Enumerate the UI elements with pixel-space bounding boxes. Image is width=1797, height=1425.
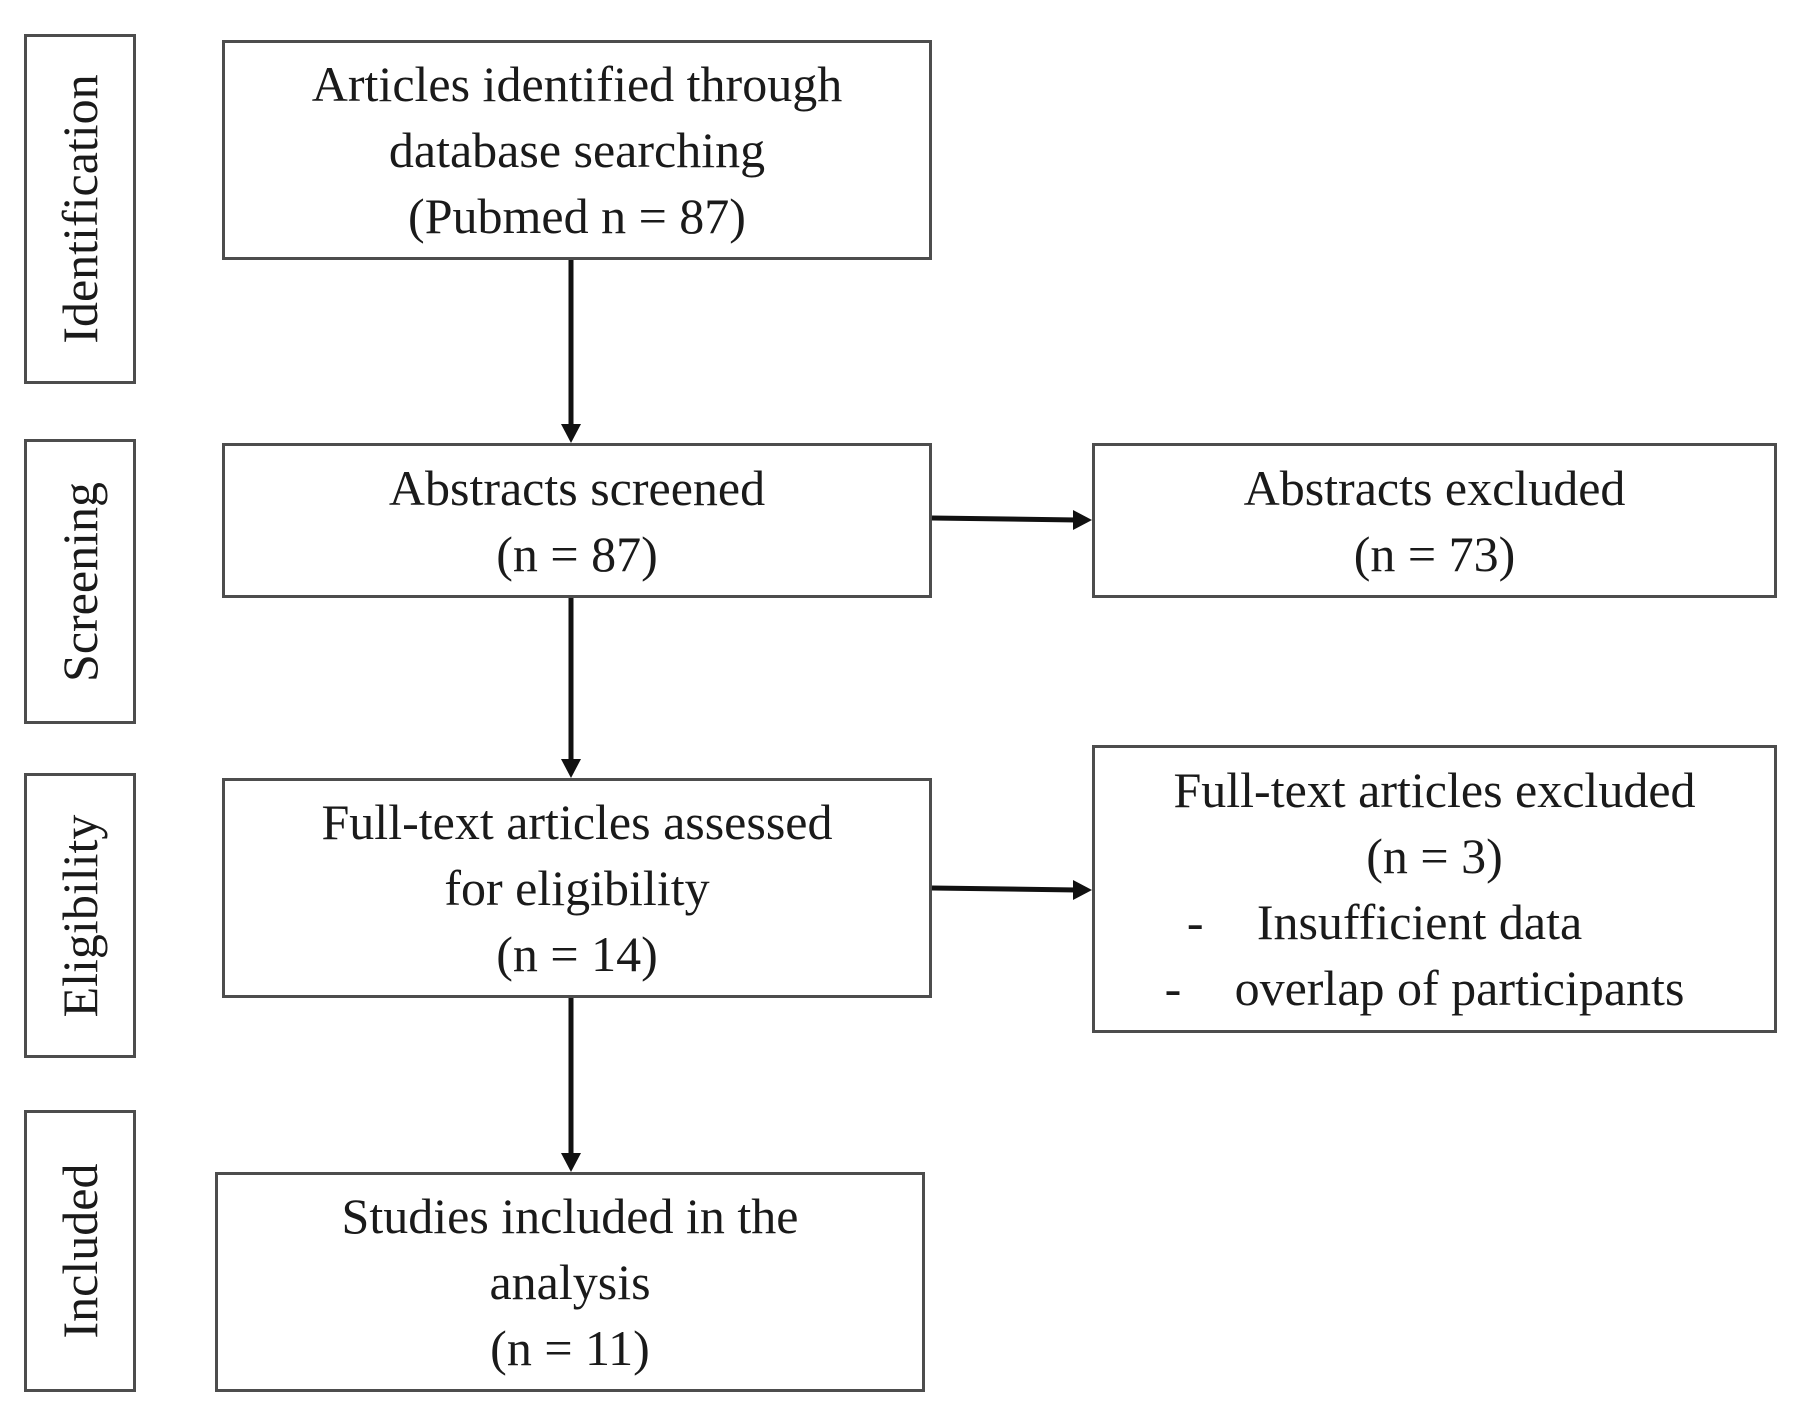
box-identified-line3: (Pubmed n = 87) bbox=[408, 188, 746, 244]
exclusion-reason-1: -Insufficient data bbox=[1187, 889, 1582, 955]
box-assessed: Full-text articles assessed for eligibil… bbox=[222, 778, 932, 998]
box-included-line3: (n = 11) bbox=[490, 1320, 650, 1376]
box-assessed-line3: (n = 14) bbox=[496, 926, 658, 982]
arrow-screened-to-abstracts-excluded bbox=[931, 510, 1092, 530]
box-abstracts-excluded-line2: (n = 73) bbox=[1353, 525, 1516, 582]
stage-included: Included bbox=[24, 1110, 136, 1392]
box-identified-line1: Articles identified through bbox=[311, 56, 843, 112]
box-fulltext-excluded-line1: Full-text articles excluded bbox=[1173, 762, 1696, 818]
box-assessed-line2: for eligibility bbox=[444, 860, 710, 916]
box-included-line1: Studies included in the bbox=[341, 1188, 799, 1244]
box-identified-line2: database searching bbox=[388, 122, 766, 178]
arrow-assessed-to-included bbox=[561, 998, 581, 1172]
box-screened-line2: (n = 87) bbox=[496, 525, 658, 582]
box-screened: Abstracts screened (n = 87) bbox=[222, 443, 932, 598]
bullet-dash: - bbox=[1186, 894, 1204, 950]
exclusion-reason-2: -overlap of participants bbox=[1165, 955, 1685, 1021]
exclusion-reason-1-text: Insufficient data bbox=[1256, 894, 1583, 950]
arrow-identified-to-screened bbox=[561, 260, 581, 443]
arrow-assessed-to-fulltext-excluded bbox=[931, 880, 1092, 900]
box-screened-line1: Abstracts screened bbox=[388, 459, 766, 516]
box-included-line2: analysis bbox=[489, 1254, 651, 1310]
box-included: Studies included in the analysis (n = 11… bbox=[215, 1172, 925, 1392]
box-assessed-line1: Full-text articles assessed bbox=[321, 794, 833, 850]
box-fulltext-excluded-line2: (n = 3) bbox=[1366, 828, 1503, 884]
box-identified: Articles identified through database sea… bbox=[222, 40, 932, 260]
stage-screening: Screening bbox=[24, 439, 136, 724]
arrow-screened-to-assessed bbox=[561, 598, 581, 778]
stage-eligibility: Eligibility bbox=[24, 773, 136, 1058]
bullet-dash: - bbox=[1164, 960, 1182, 1016]
stage-identification: Identification bbox=[24, 34, 136, 384]
box-abstracts-excluded-line1: Abstracts excluded bbox=[1243, 459, 1626, 516]
box-abstracts-excluded: Abstracts excluded (n = 73) bbox=[1092, 443, 1777, 598]
exclusion-reason-2-text: overlap of participants bbox=[1234, 960, 1685, 1016]
box-fulltext-excluded: Full-text articles excluded (n = 3) -Ins… bbox=[1092, 745, 1777, 1033]
